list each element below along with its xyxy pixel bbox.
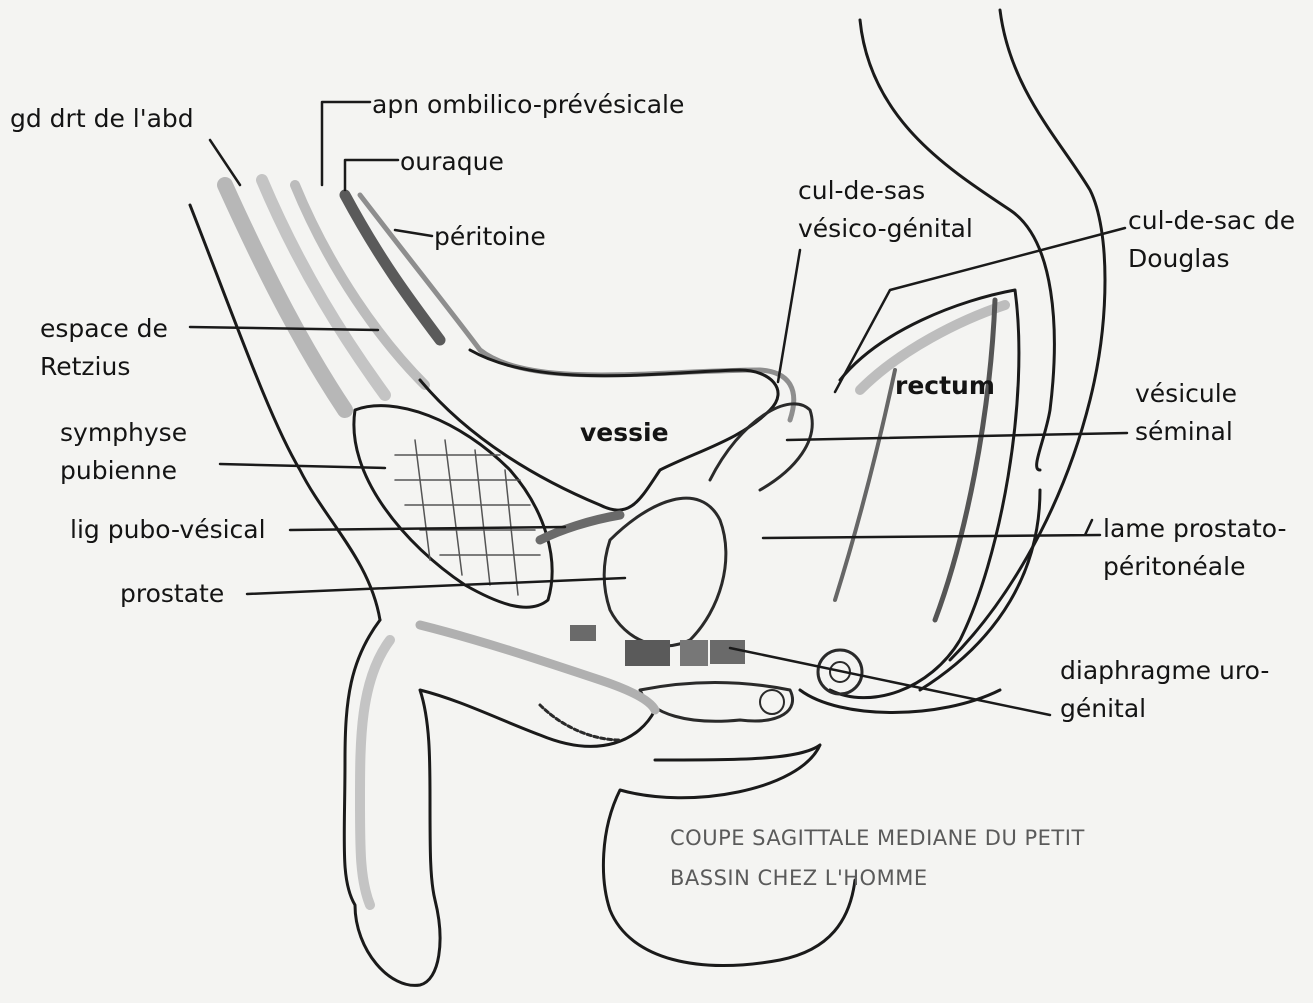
label-espace-line2: Retzius	[40, 348, 168, 386]
label-symphyse-line1: symphyse	[60, 414, 187, 452]
label-vesicule-line2: séminal	[1135, 413, 1237, 451]
label-lig-pubo-vesical: lig pubo-vésical	[70, 511, 266, 549]
label-vesicule-seminal: vésicule séminal	[1135, 375, 1237, 451]
caption-line2: BASSIN CHEZ L'HOMME	[670, 858, 1085, 898]
label-peritoine: péritoine	[434, 218, 546, 256]
label-douglas-line1: cul-de-sac de	[1128, 202, 1295, 240]
urachus	[345, 195, 440, 340]
label-lame-prostato-peritoneale: lame prostato- péritonéale	[1103, 510, 1287, 586]
leader-vesicule	[787, 433, 1127, 440]
label-apn-ombilico: apn ombilico-prévésicale	[372, 86, 684, 124]
urogenital-diaphragm	[570, 625, 793, 721]
label-prostate-text: prostate	[120, 575, 224, 613]
leader-peritoine	[395, 230, 432, 236]
label-rectum-text: rectum	[895, 367, 995, 405]
label-lame-line1: lame prostato-	[1103, 510, 1287, 548]
label-diaphragme-uro-genital: diaphragme uro- génital	[1060, 652, 1269, 728]
label-diaphragme-line2: génital	[1060, 690, 1269, 728]
penis	[344, 620, 655, 985]
label-prostate: prostate	[120, 575, 224, 613]
label-culdesas-line2: vésico-génital	[798, 210, 973, 248]
label-espace-line1: espace de	[40, 310, 168, 348]
label-cul-de-sas: cul-de-sas vésico-génital	[798, 172, 973, 248]
label-apn-text: apn ombilico-prévésicale	[372, 86, 684, 124]
label-peritoine-text: péritoine	[434, 218, 546, 256]
label-douglas-line2: Douglas	[1128, 240, 1295, 278]
leader-espace	[190, 327, 378, 330]
label-lame-line2: péritonéale	[1103, 548, 1287, 586]
caption-line1: COUPE SAGITTALE MEDIANE DU PETIT	[670, 818, 1085, 858]
seminal-vesicle	[710, 404, 812, 490]
label-cul-de-sac-douglas: cul-de-sac de Douglas	[1128, 202, 1295, 278]
diagram-caption: COUPE SAGITTALE MEDIANE DU PETIT BASSIN …	[670, 818, 1085, 898]
label-culdesas-line1: cul-de-sas	[798, 172, 973, 210]
label-vessie-text: vessie	[580, 414, 669, 452]
prostate	[604, 498, 726, 646]
leader-diaphragme	[730, 648, 1050, 715]
label-espace-retzius: espace de Retzius	[40, 310, 168, 386]
label-gd-drt-abd: gd drt de l'abd	[10, 100, 194, 138]
label-diaphragme-line1: diaphragme uro-	[1060, 652, 1269, 690]
pubic-symphysis	[354, 406, 552, 608]
leader-lame	[763, 520, 1100, 538]
leader-prostate	[247, 578, 625, 594]
label-gd-drt-text: gd drt de l'abd	[10, 100, 194, 138]
label-vesicule-line1: vésicule	[1135, 375, 1237, 413]
label-ouraque-text: ouraque	[400, 143, 504, 181]
label-symphyse-line2: pubienne	[60, 452, 187, 490]
leader-culdesas	[778, 250, 800, 382]
abdominal-wall	[190, 180, 425, 620]
label-vessie: vessie	[580, 414, 669, 452]
label-lig-text: lig pubo-vésical	[70, 511, 266, 549]
label-ouraque: ouraque	[400, 143, 504, 181]
label-rectum: rectum	[895, 367, 995, 405]
rectum	[818, 290, 1019, 698]
label-symphyse-pubienne: symphyse pubienne	[60, 414, 187, 490]
leader-ouraque	[345, 160, 398, 190]
posterior-body-outline	[800, 10, 1105, 713]
